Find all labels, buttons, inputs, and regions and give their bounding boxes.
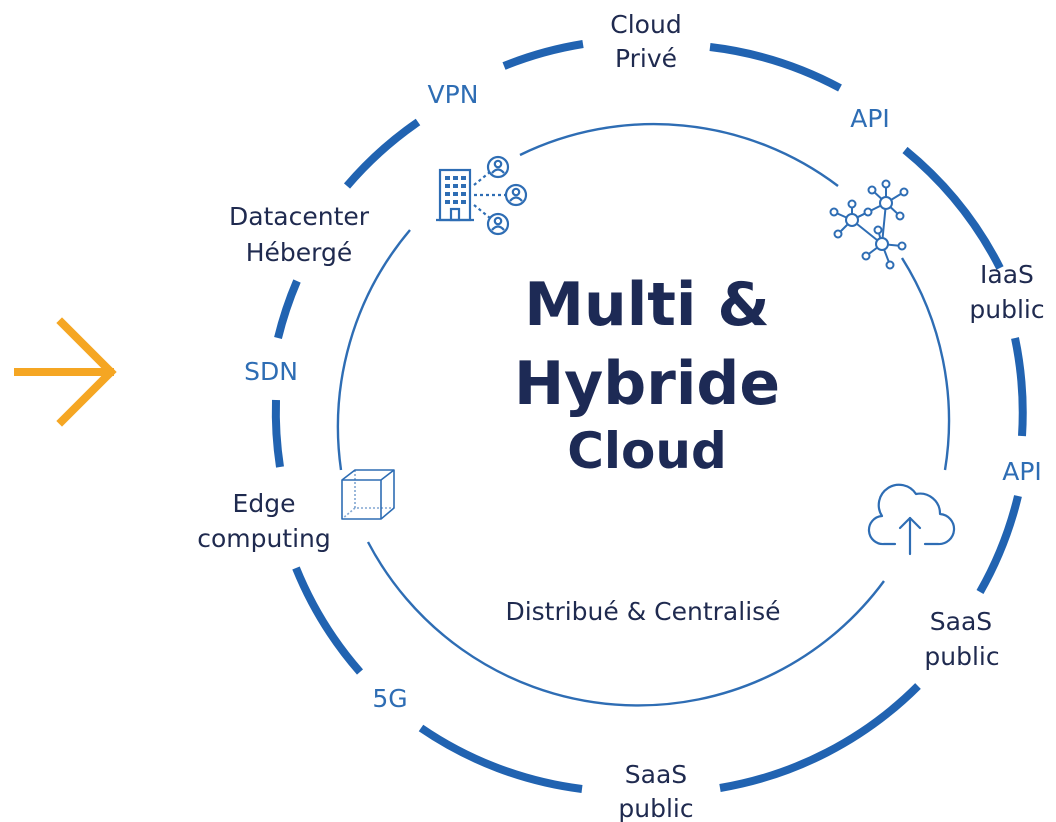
- outer-ring-segment: [976, 495, 1022, 594]
- outer-ring-segment: [274, 279, 301, 339]
- node-saas-public-bottom-line2: public: [618, 794, 693, 822]
- outer-ring-segment: [719, 683, 921, 792]
- outer-ring-segment: [1011, 337, 1027, 437]
- center-title-line3: Cloud: [567, 422, 727, 480]
- building-users-icon: [436, 155, 528, 236]
- center-title-line1: Multi &: [524, 270, 769, 340]
- label-api-right: API: [1002, 457, 1042, 486]
- outer-ring-segment: [709, 43, 842, 92]
- inner-ring-segment: [519, 122, 839, 187]
- node-saas-public-right-line2: public: [924, 642, 999, 671]
- user-icon: [486, 212, 510, 236]
- user-icon: [486, 155, 510, 179]
- node-iaas-public-line1: IaaS: [980, 260, 1034, 289]
- node-iaas-public-line2: public: [969, 295, 1044, 324]
- node-datacenter-line1: Datacenter: [229, 202, 370, 231]
- outer-ring-segment: [292, 566, 364, 675]
- center-title-line2: Hybride: [514, 349, 780, 419]
- arrow-right-icon: [14, 317, 117, 427]
- outer-ring: [271, 40, 1027, 793]
- node-datacenter-line2: Hébergé: [246, 238, 353, 267]
- inner-ring-segment: [336, 229, 411, 471]
- node-saas-public-bottom-line1: SaaS: [625, 760, 687, 789]
- cloud-upload-icon: [867, 483, 956, 556]
- outer-ring-segment: [418, 724, 583, 793]
- node-cloud-prive-line1: Cloud: [610, 10, 681, 39]
- node-cloud-prive-line2: Privé: [615, 44, 677, 73]
- inner-ring: [336, 122, 951, 707]
- inner-ring-segment: [366, 541, 885, 707]
- label-sdn: SDN: [244, 357, 298, 386]
- center-subtitle: Distribué & Centralisé: [505, 597, 780, 626]
- label-api-top: API: [850, 104, 890, 133]
- user-icon: [504, 183, 528, 207]
- node-edge-computing-line1: Edge: [233, 489, 296, 518]
- cube-icon: [341, 469, 395, 520]
- outer-ring-segment: [902, 146, 1004, 270]
- outer-ring-segment: [343, 118, 421, 189]
- network-nodes-icon: [829, 179, 909, 270]
- inner-ring-segment: [900, 257, 951, 471]
- node-edge-computing-line2: computing: [197, 524, 331, 553]
- outer-ring-segment: [271, 399, 284, 468]
- outer-ring-segment: [502, 40, 584, 70]
- label-5g: 5G: [372, 684, 407, 713]
- node-saas-public-right-line1: SaaS: [930, 607, 992, 636]
- label-vpn: VPN: [428, 80, 479, 109]
